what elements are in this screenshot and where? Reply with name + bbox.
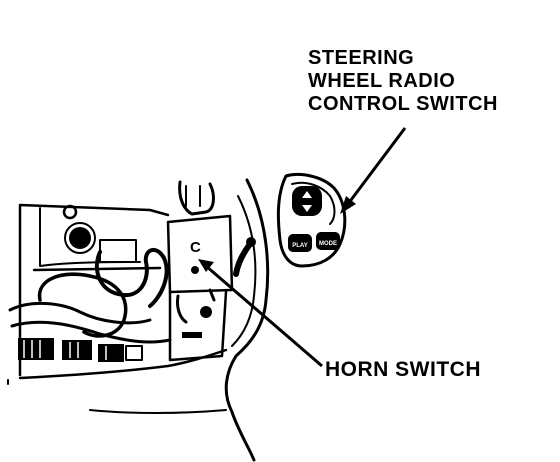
- horn-leader-arrowhead: [198, 259, 214, 272]
- steering-wheel-lower-edge: [7, 379, 227, 414]
- connector-mid: [62, 340, 92, 360]
- mode-button-label: MODE: [319, 241, 337, 247]
- connector-right: [98, 344, 124, 362]
- play-button[interactable]: PLAY: [288, 234, 312, 252]
- radio-label-line-1: STEERING: [308, 47, 415, 69]
- mode-button[interactable]: MODE: [316, 232, 340, 250]
- radio-leader-line: [346, 127, 407, 205]
- radio-leader-arrowhead: [340, 196, 356, 214]
- radio-label-line-3: CONTROL SWITCH: [308, 93, 498, 115]
- volume-up-icon: [302, 191, 312, 198]
- horn-switch-contact: [191, 266, 199, 274]
- hub-block: [99, 239, 137, 263]
- radio-label-line-2: WHEEL RADIO: [308, 70, 456, 92]
- horn-module-tab: [178, 180, 215, 216]
- horn-module-label-plate: [182, 332, 202, 338]
- wiring-harness: [94, 247, 169, 308]
- radio-control-switch-label: STEERING WHEEL RADIO CONTROL SWITCH: [308, 47, 498, 116]
- horn-module-wire: [176, 288, 216, 324]
- horn-module-bolt: [200, 306, 212, 318]
- wiring-harness-4: [10, 320, 172, 344]
- wiring-harness-3: [8, 301, 152, 325]
- steering-wheel-rim-inner: [231, 195, 257, 347]
- radio-control-switch-pad: [276, 173, 347, 268]
- mounting-boss-ring: [64, 222, 96, 254]
- horn-module-lower: [168, 290, 228, 362]
- horn-switch-label: HORN SWITCH: [325, 358, 481, 381]
- connector-ridges: [23, 340, 107, 360]
- play-button-label: PLAY: [292, 243, 307, 249]
- steering-wheel-rim: [224, 178, 270, 462]
- volume-down-icon: [302, 205, 312, 212]
- radio-control-switch-inner: [291, 181, 336, 225]
- rim-stalk-knob: [246, 237, 256, 247]
- connector-left: [18, 338, 54, 360]
- small-bolt: [62, 204, 78, 220]
- horn-module-letter: C: [190, 239, 201, 256]
- column-housing: [18, 203, 170, 377]
- horn-module-tab-inner: [185, 185, 201, 207]
- connector-plug: [125, 345, 143, 361]
- wiring-harness-2: [37, 272, 128, 338]
- mounting-boss: [69, 227, 91, 249]
- rim-stalk: [233, 241, 253, 277]
- volume-rocker-button[interactable]: [292, 186, 322, 216]
- horn-leader-line: [205, 264, 323, 368]
